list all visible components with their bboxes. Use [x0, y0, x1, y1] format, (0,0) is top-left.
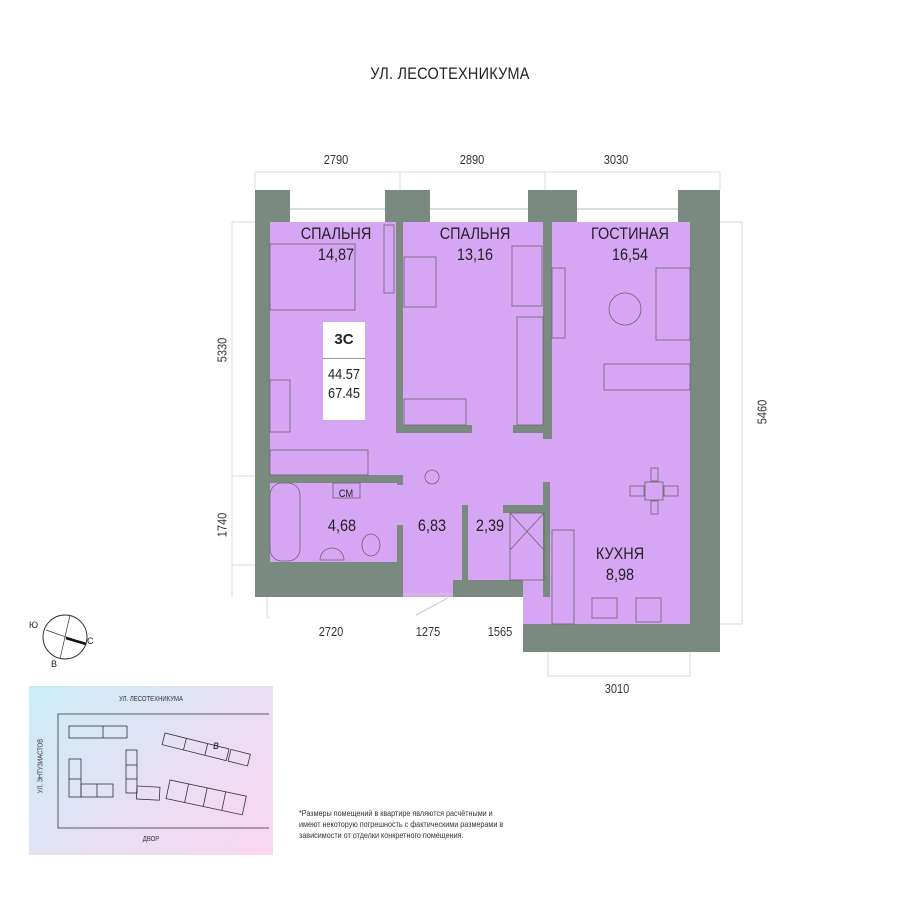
- wardrobe-icon: [269, 449, 369, 476]
- minimap-top-street: УЛ. ЛЕСОТЕХНИКУМА: [119, 696, 183, 703]
- tv-icon: [551, 267, 566, 339]
- bathroom-tag: СМ: [338, 488, 354, 500]
- room-name: КУХНЯ: [595, 544, 645, 563]
- sofa-icon: [655, 267, 691, 341]
- window: [290, 190, 385, 222]
- washbasin-icon: [319, 547, 345, 561]
- compass-south: Ю: [29, 620, 39, 630]
- dim-left-1: 5330: [214, 337, 230, 363]
- apartment-badge: 3С 44.57 67.45: [323, 322, 365, 420]
- wardrobe-icon: [516, 316, 544, 426]
- compass-east: В: [51, 659, 58, 669]
- footnote: *Размеры помещений в квартире являются р…: [299, 809, 504, 840]
- room-living: ГОСТИНАЯ 16,54: [591, 223, 669, 265]
- dim-top-1: 2790: [323, 152, 349, 167]
- site-minimap: УЛ. ЛЕСОТЕХНИКУМА ДВОР УЛ. ЭНТУЗИАСТОВ В: [29, 686, 273, 855]
- room-bathroom-area: 4,68: [327, 516, 357, 535]
- wardrobe-icon: [603, 363, 691, 391]
- bed-icon: [269, 243, 356, 311]
- room-name: ГОСТИНАЯ: [591, 224, 669, 243]
- dim-bottom-kitchen: 3010: [604, 681, 630, 696]
- dining-table-icon: [644, 481, 664, 501]
- dim-bottom-3: 1565: [487, 624, 513, 639]
- washer-icon: [635, 597, 662, 623]
- room-name: СПАЛЬНЯ: [439, 224, 511, 243]
- dim-top-3: 3030: [603, 152, 629, 167]
- total-area: 67.45: [328, 385, 360, 402]
- compass-icon: [42, 614, 88, 660]
- chair-icon: [424, 469, 440, 485]
- room-area: 8,98: [605, 565, 635, 584]
- apartment-type: 3С: [323, 322, 365, 359]
- minimap-bottom: ДВОР: [142, 836, 160, 843]
- dim-right: 5460: [754, 399, 770, 425]
- street-title: УЛ. ЛЕСОТЕХНИКУМА: [370, 64, 530, 83]
- dim-bottom-1: 2720: [318, 624, 344, 639]
- dim-left-2: 1740: [214, 512, 230, 538]
- dim-bottom-2: 1275: [415, 624, 441, 639]
- tv-icon: [383, 224, 395, 294]
- room-fill: [270, 222, 690, 624]
- sink-icon: [591, 597, 618, 619]
- closet-icon: [509, 512, 545, 581]
- wardrobe-icon: [403, 398, 467, 426]
- toilet-icon: [361, 533, 381, 557]
- room-kitchen: КУХНЯ 8,98: [596, 543, 644, 585]
- room-bedroom-2: СПАЛЬНЯ 13,16: [440, 223, 511, 265]
- window: [577, 190, 678, 222]
- room-area: 16,54: [611, 245, 649, 264]
- room-area: 14,87: [317, 245, 355, 264]
- room-hall-area: 6,83: [417, 516, 447, 535]
- minimap-section-label: В: [213, 741, 219, 751]
- dim-top-2: 2890: [459, 152, 485, 167]
- washing-machine-icon: [332, 482, 361, 499]
- room-name: СПАЛЬНЯ: [300, 224, 372, 243]
- room-storage-area: 2,39: [475, 516, 505, 535]
- room-area: 13,16: [456, 245, 494, 264]
- window: [430, 190, 528, 222]
- kitchen-counter-icon: [551, 529, 575, 625]
- compass-north: С: [87, 636, 94, 646]
- room-bedroom-1: СПАЛЬНЯ 14,87: [301, 223, 372, 265]
- bed-icon: [403, 256, 437, 308]
- door-swing: [415, 597, 449, 616]
- desk-icon: [269, 379, 291, 433]
- furniture: [269, 224, 691, 625]
- coffee-table-icon: [608, 292, 642, 326]
- minimap-buildings: [57, 713, 269, 829]
- bathtub-icon: [269, 482, 301, 562]
- interior-walls: [255, 222, 552, 597]
- desk-icon: [511, 245, 543, 307]
- living-area: 44.57: [328, 366, 360, 383]
